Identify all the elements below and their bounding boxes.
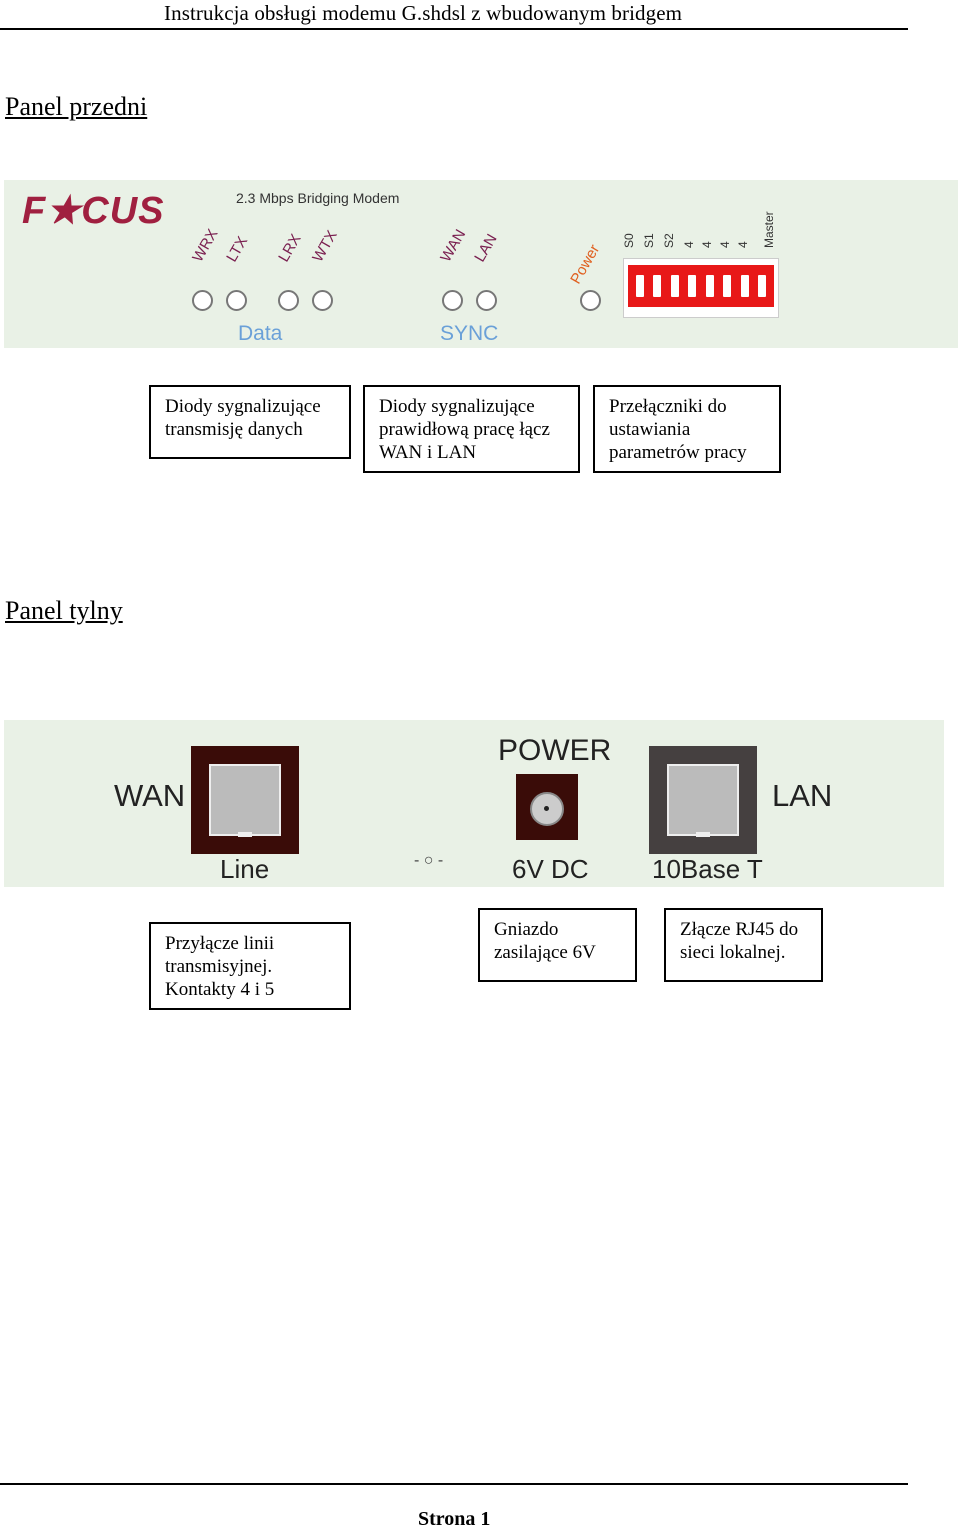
lan-port [649, 746, 757, 854]
led-wan [442, 290, 463, 311]
callout-wan-port: Przyłącze linii transmisyjnej. Kontakty … [149, 922, 351, 1010]
power-label: POWER [498, 734, 612, 767]
led-ltx [226, 290, 247, 311]
dip-switch [635, 275, 644, 297]
power-led-label: Power [567, 241, 604, 287]
dip-switch [740, 275, 749, 297]
led-lrx [278, 290, 299, 311]
dip-label-master: Master [762, 211, 776, 248]
base-t-label: 10Base T [652, 854, 763, 884]
dc-power-jack [516, 774, 578, 840]
dip-label-4a: 4 [682, 241, 696, 248]
led-wrx [192, 290, 213, 311]
page-header: Instrukcja obsługi modemu G.shdsl z wbud… [0, 0, 908, 30]
sync-group-label: SYNC [440, 322, 499, 345]
dip-label-4b: 4 [700, 241, 714, 248]
dc-label: 6V DC [512, 854, 589, 884]
led-lan [476, 290, 497, 311]
wan-port [191, 746, 299, 854]
data-group-label: Data [238, 322, 283, 345]
polarity-symbol: - ○ - [414, 852, 444, 869]
brand-logo: F★CUS [22, 190, 165, 232]
page-number: Strona 1 [418, 1508, 491, 1530]
dip-switch [758, 275, 767, 297]
dip-label-s0: S0 [622, 233, 636, 248]
back-panel-title: Panel tylny [5, 596, 123, 625]
dip-switch [705, 275, 714, 297]
dip-switch [670, 275, 679, 297]
callout-sync-leds: Diody sygnalizujące prawidłową pracę łąc… [363, 385, 580, 473]
wan-label: WAN [114, 778, 186, 813]
led-label-ltx: LTX [223, 233, 252, 265]
dip-switch [723, 275, 732, 297]
dip-label-s1: S1 [642, 233, 656, 248]
dip-switch-block [623, 258, 779, 318]
lan-label: LAN [772, 778, 833, 813]
dip-label-4c: 4 [718, 241, 732, 248]
back-panel-image: WAN Line POWER 6V DC - ○ - LAN 10Base T [4, 720, 944, 887]
dip-switch [688, 275, 697, 297]
line-label: Line [220, 854, 270, 884]
model-label: 2.3 Mbps Bridging Modem [236, 190, 400, 206]
front-panel-title: Panel przedni [5, 92, 148, 121]
callout-power-jack: Gniazdo zasilające 6V [478, 908, 637, 982]
callout-data-leds: Diody sygnalizujące transmisję danych [149, 385, 351, 459]
callout-lan-port: Złącze RJ45 do sieci lokalnej. [664, 908, 823, 982]
led-label-lan: LAN [471, 231, 501, 265]
footer-divider [0, 1483, 908, 1485]
dip-label-s2: S2 [662, 233, 676, 248]
front-panel-image: F★CUS 2.3 Mbps Bridging Modem WRX LTX LR… [4, 180, 958, 348]
led-label-wtx: WTX [309, 227, 341, 265]
callout-dip-switches: Przełączniki do ustawiania parametrów pr… [593, 385, 781, 473]
led-label-wan: WAN [437, 226, 470, 265]
led-wtx [312, 290, 333, 311]
header-title: Instrukcja obsługi modemu G.shdsl z wbud… [164, 1, 683, 25]
led-power [580, 290, 601, 311]
led-label-lrx: LRX [275, 231, 305, 265]
dip-switch [653, 275, 662, 297]
led-label-wrx: WRX [189, 226, 222, 265]
dip-label-4d: 4 [736, 241, 750, 248]
